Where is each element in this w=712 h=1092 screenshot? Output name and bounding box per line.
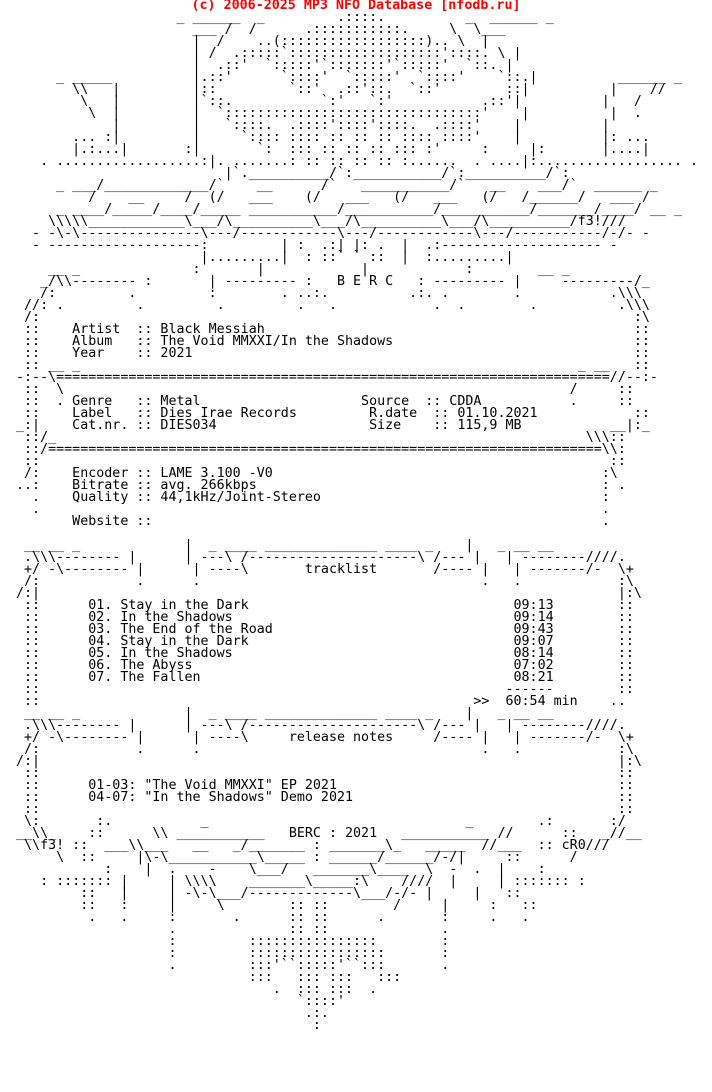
nfo-line: \\ | |:: `::' .::'::. `::' ::| | // [16, 82, 666, 97]
nfo-line: ... :| | `:::: :::: :: :: :: :::: ::::' … [16, 130, 650, 145]
nfo-line: _ ___/_____________/` __ /` ___________/… [16, 178, 658, 193]
nfo-line: \ | |`::. `:' `:' .::'| | / [16, 94, 642, 109]
nfo-line: .\\\-------- | | ---\ /-----------------… [16, 550, 626, 565]
nfo-line: : ::::::: | | \\\\ _______\_____:\ //// … [16, 874, 586, 889]
nfo-line: //: . . . . . . . . .\\\ [16, 298, 650, 313]
nfo-line: / __ / (/ ___ (/ ___ (/ ___ (/ /______/ … [16, 190, 650, 205]
nfo-line: :: :: [16, 802, 634, 817]
nfo-line: ___ / / .:::::::::::. \ \___ [16, 22, 506, 37]
copyright-header: (c) 2006-2025 MP3 NFO Database [nfodb.ru… [191, 0, 521, 13]
nfo-line: :: : | \ :: :: / | : :: [16, 898, 538, 913]
nfo-line: :: | | -\-\___/-------------\___/-/- | |… [16, 886, 522, 901]
nfo-line: . . [16, 502, 610, 517]
nfo-line: :: 04-07: "In the Shadows" Demo 2021 :: [16, 790, 634, 805]
nfo-line: . :: :: . [16, 922, 450, 937]
nfo-line: :: 06. The Abyss 07:02 :: [16, 658, 634, 673]
nfo-line: | .::' `:::::'`:::::::'`:::::' `::. | [16, 58, 514, 73]
nfo-line: _/\\-------- : | --------- : B E R C : -… [16, 274, 650, 289]
nfo-line: :: . Genre :: Metal Source :: CDDA . :: [16, 394, 634, 409]
nfo-line: :: 04. Stay in the Dark 09:07 :: [16, 634, 634, 649]
nfo-line: .:. [16, 1006, 329, 1021]
nfo-line: _ ____/_____/____/_____ ___________/____… [16, 202, 683, 217]
nfo-line: :: 01. Stay in the Dark 09:13 :: [16, 598, 634, 613]
nfo-line: .\\\-------- | | ---\ /-----------------… [16, 718, 626, 733]
nfo-line: \ | | `::::::::::::::::::::::::::::::::'… [16, 106, 642, 121]
nfo-line: . ..................:|. .......: :: :: :… [16, 154, 699, 169]
nfo-line: __\\_ :: \\ ___________ BERC : 2021 ____… [16, 826, 642, 841]
nfo-line: /: . : . ..:. .:. . . .\\\ [16, 286, 642, 301]
nfo-line: : :::::::::::::::: : [16, 934, 450, 949]
nfo-line: :: :: [16, 454, 626, 469]
nfo-line: \\f3! :: ___\\___ __ _/_______ : _______… [16, 838, 610, 853]
nfo-line: : ::::::::::::::::: : [16, 946, 450, 961]
nfo-line: | | `::::. .::::'::::'::::. .::::' | | [16, 118, 610, 133]
nfo-line: - -\-\---------------\---/------------\-… [16, 226, 650, 241]
nfo-line: __ _ : | | : __ _ [16, 262, 570, 277]
nfo-line: ::/=====================================… [16, 442, 626, 457]
nfo-line: ..: Bitrate :: avg. 266kbps : . [16, 478, 626, 493]
nfo-line: /: . . . . :\ [16, 742, 634, 757]
nfo-line: | / .:::::`:::::::::::::::::::'::::. \ | [16, 46, 522, 61]
nfo-line: | / ..(::::::::::::::::::).. \ | [16, 34, 490, 49]
nfo-line: :: 03. The End of the Road 09:43 :: [16, 622, 634, 637]
nfo-line: /: :\ [16, 310, 650, 325]
nfo-line: : [16, 1018, 321, 1033]
nfo-line: . . : . :: :: . : . . [16, 910, 530, 925]
nfo-line: -:--\===================================… [16, 370, 658, 385]
nfo-line: :: 01-03: "The Void MMXXI" EP 2021 :: [16, 778, 634, 793]
nfo-line: _:| Cat.nr. :: DIES034 Size :: 115,9 MB … [16, 418, 650, 433]
nfo-line: : | . - \___/ _______\____ \ - . | : [16, 862, 546, 877]
nfo-line: - -------------------: | : .:| |: . | .:… [16, 238, 618, 253]
nfo-line: :: 07. The Fallen 08:21 :: [16, 670, 634, 685]
nfo-line: :: :: [16, 766, 634, 781]
nfo-line: /: Encoder :: LAME 3.100 -V0 :\ [16, 466, 618, 481]
nfo-line: \\\\\____________\___/\__________\___/\_… [16, 214, 626, 229]
nfo-line: . :::'``:::::'``::: . [16, 958, 450, 973]
nfo-line: ::: ::: ::: ::: [16, 970, 402, 985]
nfo-line: _ ______ _ .::::. _ ______ _ [16, 10, 554, 25]
nfo-line: :: __ _ _ __ :: [16, 358, 650, 373]
nfo-line: :: \ / :: [16, 382, 634, 397]
nfo-line: :: ------ :: [16, 682, 634, 697]
nfo-line: :: Year :: 2021 :: [16, 346, 650, 361]
nfo-line: /: . . . . :\ [16, 574, 634, 589]
nfo-line: __ __ _ | _ ____ ______________ ____ _ |… [16, 706, 554, 721]
nfo-line: ::/_ \\\:: [16, 430, 626, 445]
nfo-line: |`.__________/`:___________/`:__________… [16, 166, 570, 181]
nfo-line: :: Album :: The Void MMXXI/In the Shadow… [16, 334, 650, 349]
nfo-line: +/ -\-------- | | ----\ release notes /-… [16, 730, 634, 745]
nfo-line: +/ -\-------- | | ----\ tracklist /---- … [16, 562, 634, 577]
nfo-ascii-art: _ ______ _ .::::. _ ______ _ ___ / / .::… [16, 10, 699, 1033]
nfo-line: \: :. _ _ .: :/ [16, 814, 626, 829]
nfo-line: /:| |:\ [16, 754, 642, 769]
nfo-line: \ :: |\-\___________\_____ : ______/____… [16, 850, 578, 865]
nfo-line: :: 02. In the Shadows 09:14 :: [16, 610, 634, 625]
nfo-line: :: Label :: Dies Irae Records R.date :: … [16, 406, 650, 421]
nfo-line: :: 05. In the Shadows 08:14 :: [16, 646, 634, 661]
nfo-line: /:| |:\ [16, 586, 642, 601]
nfo-line: _ _____ |.::' `::::' `:::::' `::::' `::.… [16, 70, 683, 85]
nfo-line: `::::' [16, 994, 345, 1009]
nfo-line: Website :: . [16, 514, 610, 529]
nfo-line: . Quality :: 44,1kHz/Joint-Stereo : [16, 490, 610, 505]
nfo-line: |.:...| :| `: ::: :: :: :: ::: :' : |: |… [16, 142, 650, 157]
nfo-line: . ::: ::: . [16, 982, 378, 997]
nfo-line: :: Artist :: Black Messiah :: [16, 322, 650, 337]
nfo-line: :: >> 60:54 min .. [16, 694, 626, 709]
nfo-line: __ __ _ | _ ____ ______________ ____ _ |… [16, 538, 554, 553]
nfo-line: |.........| : ::` ` :: | :.........| [16, 250, 514, 265]
